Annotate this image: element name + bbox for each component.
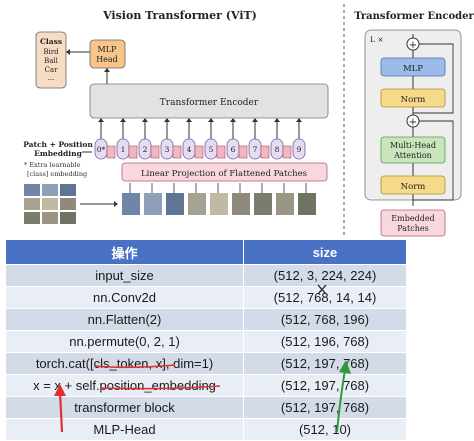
encoder-block-title: Transformer Encoder xyxy=(354,11,474,22)
patch-position-label: Patch + Position xyxy=(23,140,93,149)
size-cell: (512, 768, 196) xyxy=(243,308,407,331)
table-row: transformer block(512, 197, 768) xyxy=(5,396,407,419)
class-item: Car xyxy=(45,66,59,74)
residual-skip-bottom xyxy=(413,120,454,201)
token-label: 2 xyxy=(143,145,148,154)
token-pill xyxy=(292,138,306,160)
encoder-mlp-box xyxy=(380,57,446,77)
header-size: size xyxy=(243,239,407,265)
class-title: Class xyxy=(40,37,62,46)
linear-projection-label: Linear Projection of Flattened Patches xyxy=(141,169,307,179)
arrowhead xyxy=(104,68,110,72)
encoder-mlp-label: MLP xyxy=(403,64,423,74)
input-image-grid xyxy=(24,184,76,224)
mlp-head-box xyxy=(89,39,126,69)
op-cell: MLP-Head xyxy=(5,418,244,441)
table-row: input_size(512, 3, 224, 224) xyxy=(5,264,407,287)
op-cell: nn.permute(0, 2, 1) xyxy=(5,330,244,353)
mlp-head-label: Head xyxy=(96,55,118,64)
transformer-encoder-label: Transformer Encoder xyxy=(160,98,259,108)
embedded-patches-box xyxy=(380,209,446,237)
size-cell: (512, 197, 768) xyxy=(243,374,407,397)
op-cell: nn.Conv2d xyxy=(5,286,244,309)
mlp-head-label: MLP xyxy=(98,45,118,54)
table-row: nn.Flatten(2)(512, 768, 196) xyxy=(5,308,407,331)
attention-label: Attention xyxy=(393,151,432,160)
header-operation: 操作 xyxy=(5,239,244,265)
plus-label: + xyxy=(409,117,417,128)
norm-label-bottom: Norm xyxy=(401,182,426,192)
linear-projection-box xyxy=(121,162,328,182)
class-box xyxy=(35,31,67,89)
class-item: Bird xyxy=(43,48,59,56)
table-row: nn.permute(0, 2, 1)(512, 196, 768) xyxy=(5,330,407,353)
token-label: 0* xyxy=(97,145,106,154)
vit-title: Vision Transformer (ViT) xyxy=(102,9,257,22)
token-arrows xyxy=(98,118,302,139)
arrowhead xyxy=(66,49,70,55)
size-cell: (512, 3, 224, 224) xyxy=(243,264,407,287)
norm-box-top xyxy=(380,88,446,108)
embedded-patches-label: Patches xyxy=(397,224,428,233)
size-cell: (512, 197, 768) xyxy=(243,396,407,419)
op-cell: torch.cat([cls_token, x], dim=1) xyxy=(5,352,244,375)
size-cell: (512, 768, 14, 14) xyxy=(243,286,407,309)
token-label: 3 xyxy=(165,145,170,154)
shape-table: 操作 size input_size(512, 3, 224, 224) nn.… xyxy=(5,239,407,441)
op-cell: transformer block xyxy=(5,396,244,419)
class-note: [class] embedding xyxy=(27,170,87,178)
repeat-label: L × xyxy=(370,35,384,44)
flattened-patches xyxy=(122,193,316,215)
token-label: 6 xyxy=(231,145,236,154)
transformer-encoder-box xyxy=(89,83,329,119)
norm-label-top: Norm xyxy=(401,95,426,105)
arrowhead xyxy=(114,201,118,207)
residual-skip-top xyxy=(413,43,454,114)
patch-embeddings xyxy=(106,145,292,159)
class-item: Ball xyxy=(44,57,59,65)
token-label: 5 xyxy=(209,145,214,154)
table-row: torch.cat([cls_token, x], dim=1)(512, 19… xyxy=(5,352,407,375)
class-note: * Extra learnable xyxy=(24,161,81,169)
table-row: MLP-Head(512, 10) xyxy=(5,418,407,441)
op-cell: input_size xyxy=(5,264,244,287)
table-header-row: 操作 size xyxy=(5,239,407,265)
table-row: nn.Conv2d(512, 768, 14, 14) xyxy=(5,286,407,309)
vit-diagram: Vision Transformer (ViT) Class Bird Ball… xyxy=(23,4,474,237)
size-cell: (512, 197, 768) xyxy=(243,352,407,375)
size-cell: (512, 196, 768) xyxy=(243,330,407,353)
plus-label: + xyxy=(409,40,417,51)
attention-box xyxy=(380,136,446,164)
token-label: 4 xyxy=(187,145,192,154)
token-label: 1 xyxy=(121,145,126,154)
op-cell: nn.Flatten(2) xyxy=(5,308,244,331)
class-item: ... xyxy=(48,74,55,82)
token-label: 7 xyxy=(253,145,258,154)
position-tokens xyxy=(94,138,306,160)
attention-label: Multi-Head xyxy=(390,141,436,150)
embedded-patches-label: Embedded xyxy=(391,214,434,223)
size-cell: (512, 10) xyxy=(243,418,407,441)
token-label: 9 xyxy=(297,145,302,154)
patch-arrows xyxy=(129,183,307,193)
token-label: 8 xyxy=(275,145,280,154)
table-row: x = x + self.position_embedding(512, 197… xyxy=(5,374,407,397)
patch-position-label: Embedding xyxy=(34,149,82,158)
norm-box-bottom xyxy=(380,175,446,195)
op-cell: x = x + self.position_embedding xyxy=(5,374,244,397)
